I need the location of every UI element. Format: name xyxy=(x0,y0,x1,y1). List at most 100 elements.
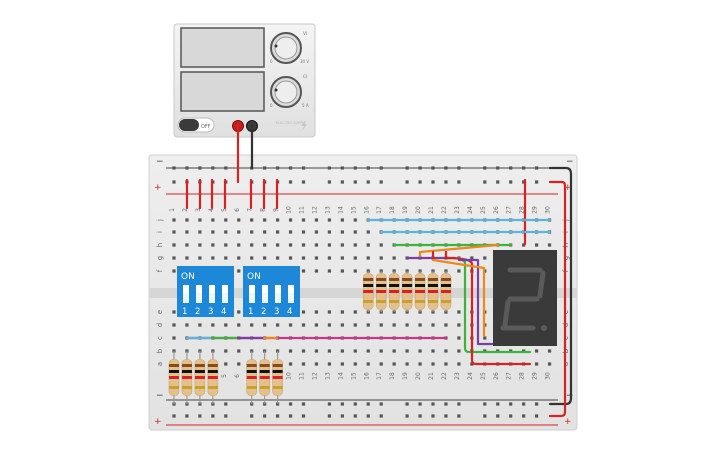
breadboard-hole[interactable] xyxy=(263,243,267,247)
resistor[interactable] xyxy=(259,351,270,404)
rail-hole[interactable] xyxy=(340,166,344,170)
resistor[interactable] xyxy=(181,351,193,404)
breadboard-hole[interactable] xyxy=(288,349,293,353)
breadboard-hole[interactable] xyxy=(185,243,189,247)
breadboard-hole[interactable] xyxy=(457,336,461,340)
breadboard-hole[interactable] xyxy=(418,323,422,327)
breadboard-hole[interactable] xyxy=(444,349,448,353)
breadboard-hole[interactable] xyxy=(224,243,228,247)
breadboard-hole[interactable] xyxy=(237,230,241,234)
breadboard-hole[interactable] xyxy=(172,323,176,327)
breadboard-hole[interactable] xyxy=(327,323,331,327)
rail-hole[interactable] xyxy=(522,180,526,184)
breadboard-hole[interactable] xyxy=(327,256,331,260)
breadboard-hole[interactable] xyxy=(198,218,202,222)
breadboard-hole[interactable] xyxy=(483,336,487,340)
rail-hole[interactable] xyxy=(250,414,254,418)
rail-hole[interactable] xyxy=(431,166,435,170)
breadboard-hole[interactable] xyxy=(224,230,228,234)
breadboard-hole[interactable] xyxy=(327,349,331,353)
breadboard-hole[interactable] xyxy=(301,218,306,222)
breadboard-hole[interactable] xyxy=(276,256,280,260)
breadboard-hole[interactable] xyxy=(327,218,331,222)
breadboard-hole[interactable] xyxy=(276,218,280,222)
rail-hole[interactable] xyxy=(509,166,513,170)
rail-hole[interactable] xyxy=(431,180,435,184)
breadboard-hole[interactable] xyxy=(470,256,474,260)
breadboard-hole[interactable] xyxy=(288,362,293,366)
rail-hole[interactable] xyxy=(418,166,422,170)
power-supply[interactable]: VI CI 0 30 V 0 5 A OFF ELECTRO SUPPLY xyxy=(173,23,316,138)
breadboard-hole[interactable] xyxy=(327,243,331,247)
breadboard-hole[interactable] xyxy=(340,362,344,366)
rail-hole[interactable] xyxy=(522,414,526,418)
breadboard-hole[interactable] xyxy=(237,256,241,260)
breadboard-hole[interactable] xyxy=(198,243,202,247)
breadboard-hole[interactable] xyxy=(301,310,306,314)
seven-segment-display[interactable]: 2. xyxy=(0,0,557,346)
breadboard-hole[interactable] xyxy=(405,362,409,366)
rail-hole[interactable] xyxy=(405,402,409,406)
breadboard-hole[interactable] xyxy=(237,310,241,314)
breadboard-hole[interactable] xyxy=(366,323,370,327)
breadboard-hole[interactable] xyxy=(483,256,487,260)
resistor[interactable] xyxy=(194,351,206,404)
rail-hole[interactable] xyxy=(198,414,202,418)
breadboard-hole[interactable] xyxy=(340,269,344,273)
rail-hole[interactable] xyxy=(211,414,215,418)
breadboard-hole[interactable] xyxy=(405,323,409,327)
breadboard-hole[interactable] xyxy=(379,243,383,247)
rail-hole[interactable] xyxy=(366,402,370,406)
breadboard-hole[interactable] xyxy=(431,362,435,366)
rail-hole[interactable] xyxy=(405,166,409,170)
resistor[interactable] xyxy=(362,271,374,312)
breadboard-hole[interactable] xyxy=(379,362,383,366)
breadboard-hole[interactable] xyxy=(379,256,383,260)
breadboard-hole[interactable] xyxy=(353,243,357,247)
breadboard-hole[interactable] xyxy=(276,243,280,247)
breadboard-hole[interactable] xyxy=(418,349,422,353)
rail-hole[interactable] xyxy=(483,402,487,406)
rail-hole[interactable] xyxy=(301,166,306,170)
breadboard-hole[interactable] xyxy=(470,362,474,366)
rail-hole[interactable] xyxy=(418,414,422,418)
breadboard-hole[interactable] xyxy=(405,349,409,353)
rail-hole[interactable] xyxy=(288,180,293,184)
resistor[interactable] xyxy=(427,271,439,312)
breadboard-hole[interactable] xyxy=(457,362,461,366)
breadboard-hole[interactable] xyxy=(366,349,370,353)
rail-hole[interactable] xyxy=(185,414,189,418)
rail-hole[interactable] xyxy=(457,166,461,170)
breadboard-hole[interactable] xyxy=(185,218,189,222)
breadboard-hole[interactable] xyxy=(327,230,331,234)
rail-hole[interactable] xyxy=(366,180,370,184)
breadboard-hole[interactable] xyxy=(237,323,241,327)
breadboard-hole[interactable] xyxy=(340,218,344,222)
breadboard-hole[interactable] xyxy=(444,323,448,327)
resistors[interactable] xyxy=(168,271,452,404)
breadboard-hole[interactable] xyxy=(172,218,176,222)
breadboard-hole[interactable] xyxy=(211,256,215,260)
breadboard-hole[interactable] xyxy=(263,218,267,222)
breadboard-hole[interactable] xyxy=(250,218,254,222)
breadboard-hole[interactable] xyxy=(522,243,526,247)
breadboard-hole[interactable] xyxy=(547,362,552,366)
breadboard-hole[interactable] xyxy=(288,256,293,260)
breadboard-hole[interactable] xyxy=(314,269,319,273)
breadboard-hole[interactable] xyxy=(314,243,319,247)
rail-hole[interactable] xyxy=(353,402,357,406)
breadboard-hole[interactable] xyxy=(366,256,370,260)
rail-hole[interactable] xyxy=(496,414,500,418)
rail-hole[interactable] xyxy=(301,180,306,184)
resistor[interactable] xyxy=(207,351,219,404)
breadboard-hole[interactable] xyxy=(314,362,319,366)
breadboard-hole[interactable] xyxy=(288,323,293,327)
rail-hole[interactable] xyxy=(172,180,176,184)
rail-hole[interactable] xyxy=(444,414,448,418)
breadboard-hole[interactable] xyxy=(198,230,202,234)
breadboard-hole[interactable] xyxy=(301,243,306,247)
breadboard-hole[interactable] xyxy=(444,362,448,366)
rail-hole[interactable] xyxy=(535,166,539,170)
breadboard-hole[interactable] xyxy=(250,230,254,234)
breadboard-hole[interactable] xyxy=(237,362,241,366)
